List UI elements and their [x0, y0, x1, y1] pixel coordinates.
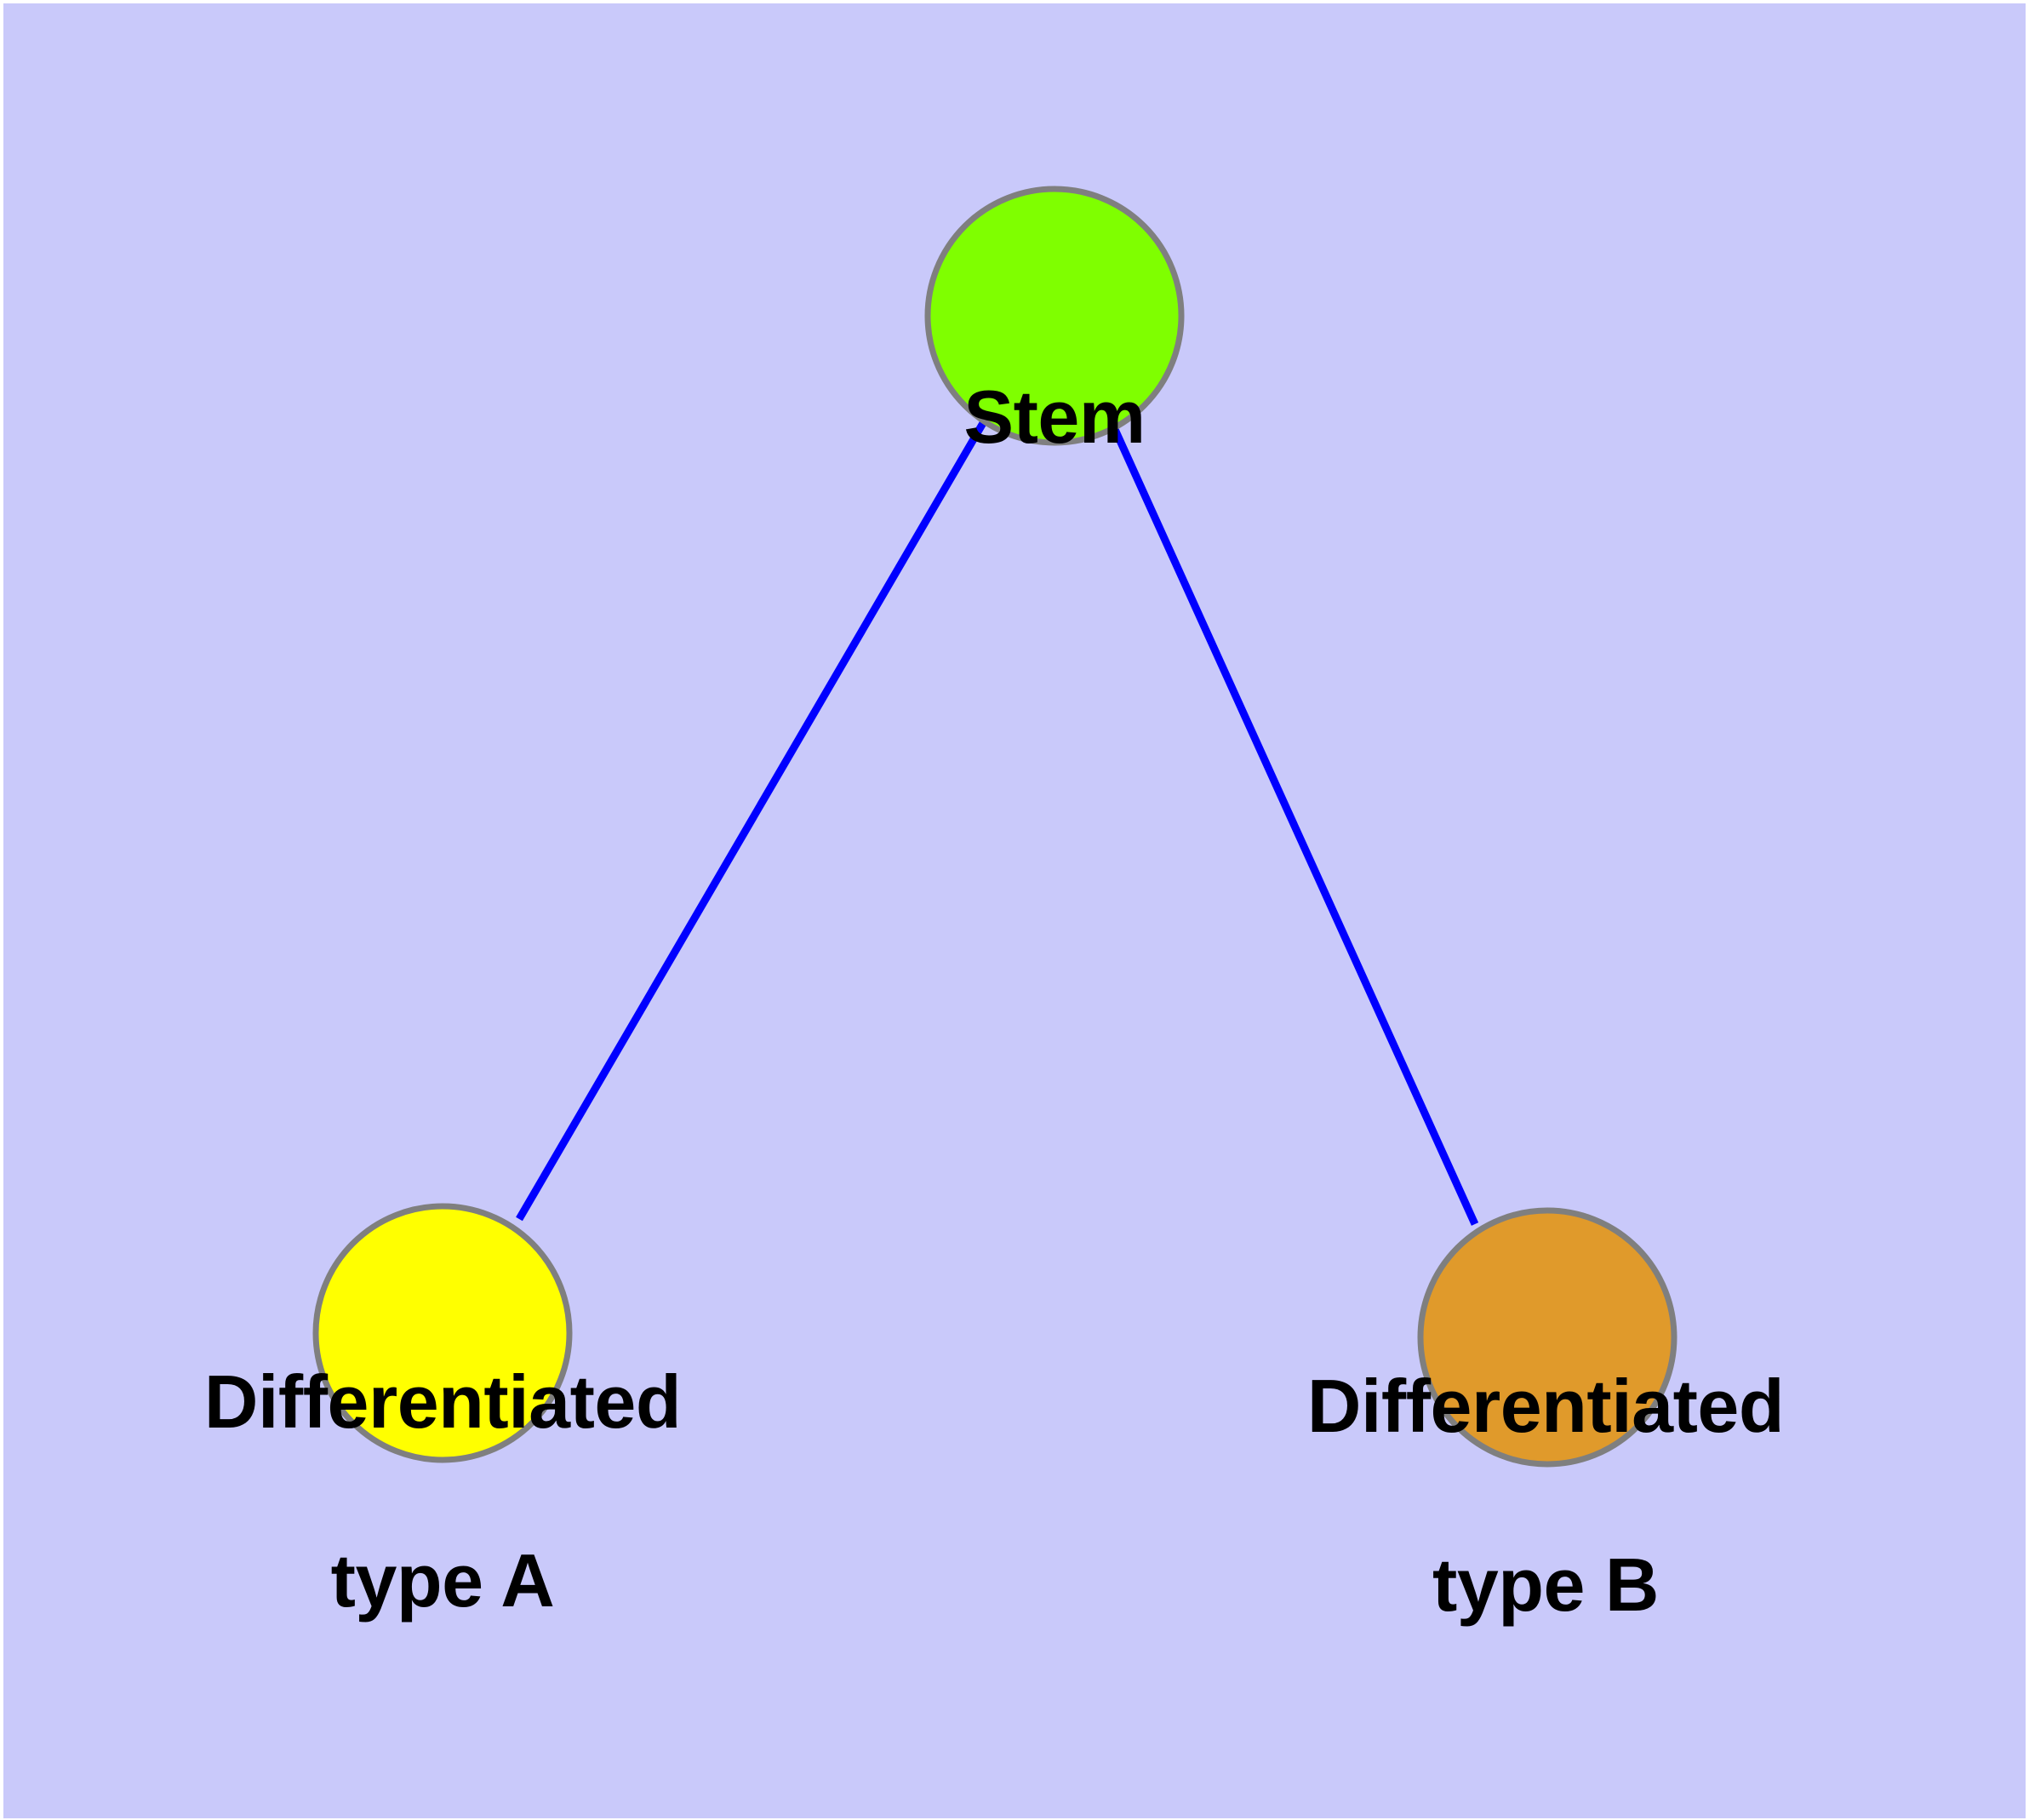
- node-layer: [312, 186, 1677, 1468]
- node-type-b-circle[interactable]: [1417, 1207, 1677, 1468]
- edge-stem-to-type-b[interactable]: [1109, 424, 1479, 1226]
- edge-stem-to-type-a[interactable]: [516, 421, 986, 1222]
- node-stem-circle[interactable]: [924, 186, 1185, 446]
- edge-layer: [516, 421, 1479, 1226]
- node-type-a-circle[interactable]: [312, 1203, 573, 1463]
